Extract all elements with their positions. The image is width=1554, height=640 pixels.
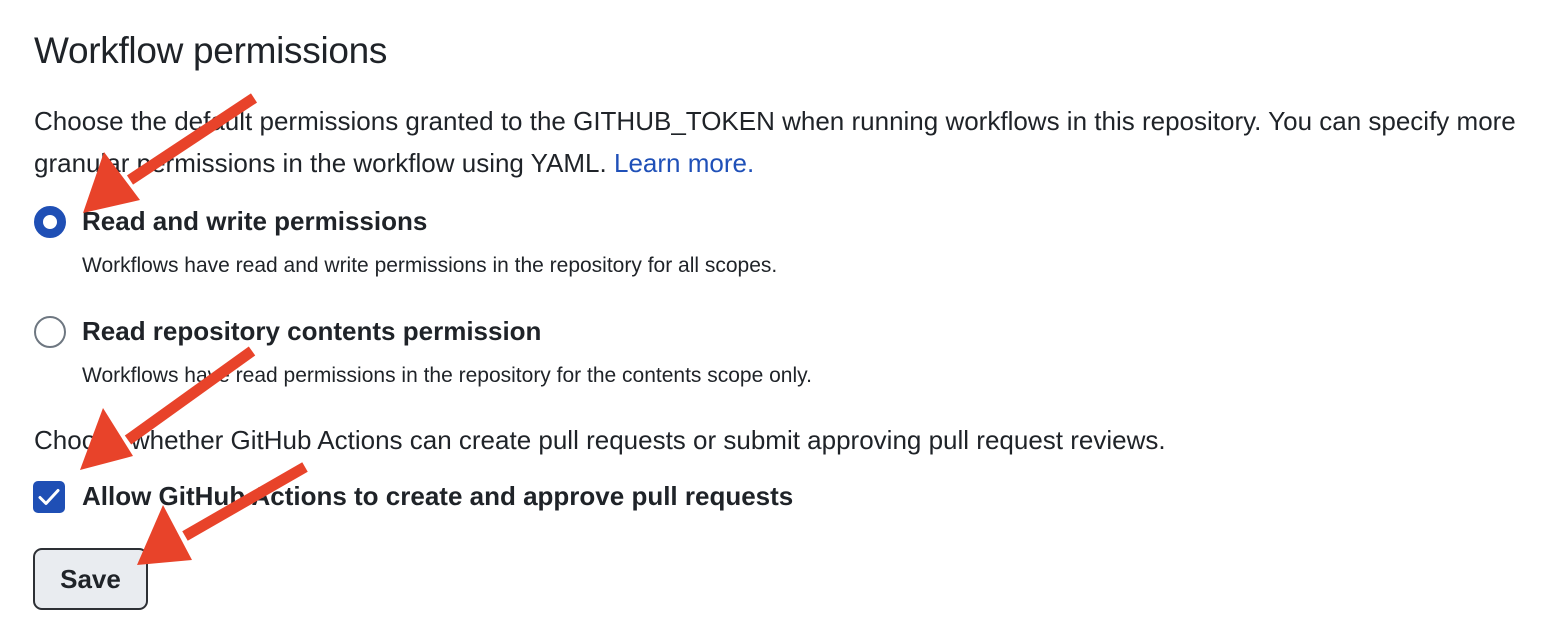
option-read-contents-label[interactable]: Read repository contents permission — [82, 316, 542, 346]
save-button[interactable]: Save — [33, 548, 148, 610]
learn-more-link[interactable]: Learn more. — [613, 148, 755, 178]
option-read-write-description: Workflows have read and write permission… — [82, 254, 778, 277]
option-read-write-label[interactable]: Read and write permissions — [82, 206, 428, 236]
radio-read-write[interactable] — [34, 206, 66, 238]
description-text: Choose the default permissions granted t… — [34, 106, 1516, 178]
page-title: Workflow permissions — [34, 30, 388, 71]
allow-pr-checkbox[interactable] — [33, 481, 65, 513]
radio-read-contents[interactable] — [34, 316, 66, 348]
pull-request-question: Choose whether GitHub Actions can create… — [34, 425, 1166, 455]
description: Choose the default permissions granted t… — [34, 100, 1534, 184]
checkmark-icon — [38, 489, 60, 505]
option-read-contents-description: Workflows have read permissions in the r… — [82, 364, 812, 387]
allow-pr-label[interactable]: Allow GitHub Actions to create and appro… — [82, 481, 794, 511]
